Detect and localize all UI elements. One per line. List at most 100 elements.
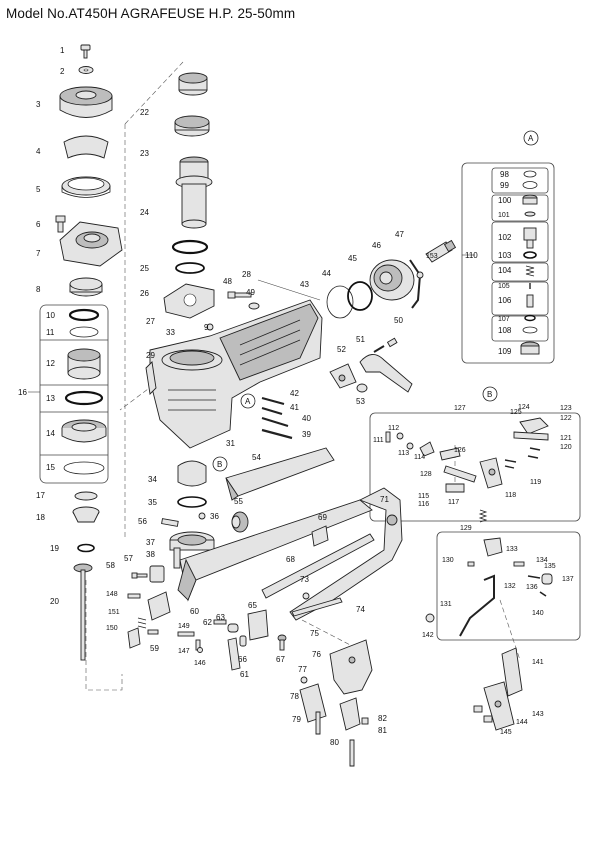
- cap-34: [177, 460, 207, 487]
- pin-66: [239, 635, 247, 647]
- part-label: 35: [148, 498, 157, 507]
- cylinder-37: [169, 531, 215, 551]
- roller-55: [231, 511, 249, 533]
- hook-46: [409, 259, 424, 309]
- part-labels: 1 2 3 4 5 6 7 8 9 10 11 12 13 14 15 16 1…: [18, 46, 574, 747]
- part-label: 57: [124, 554, 133, 563]
- part-label: 26: [140, 289, 149, 298]
- part-label: 18: [36, 513, 45, 522]
- part-label: 81: [378, 726, 387, 735]
- bolt-38: [173, 547, 181, 569]
- part-label: 9: [204, 323, 209, 332]
- lever-51: [359, 354, 413, 393]
- o-ring-25: [171, 239, 209, 255]
- part-label: 98: [500, 170, 509, 179]
- part-label: 75: [310, 629, 319, 638]
- part-label: 106: [498, 296, 512, 305]
- pin-9: [206, 323, 214, 331]
- end-cap-45: [369, 259, 415, 301]
- part-label: 14: [46, 429, 55, 438]
- part-label: 109: [498, 347, 512, 356]
- part-label: 59: [150, 644, 159, 653]
- seal-group-frame: [39, 304, 109, 484]
- part-label: 12: [46, 359, 55, 368]
- trigger-parts-111-126: [385, 417, 549, 493]
- part-label: 140: [532, 610, 544, 617]
- spring-81: [361, 717, 369, 725]
- screw-58: [131, 572, 148, 579]
- part-label: 80: [330, 738, 339, 747]
- nose-plate-143: [483, 681, 515, 731]
- part-label: 25: [140, 264, 149, 273]
- part-label: 44: [322, 269, 331, 278]
- ring-5: [61, 176, 111, 198]
- deflector-4: [63, 135, 109, 159]
- part-label: 108: [498, 326, 512, 335]
- pin-80: [349, 739, 355, 767]
- part-label: 131: [440, 601, 452, 608]
- part-label: 104: [498, 266, 512, 275]
- part-label: 66: [238, 655, 247, 664]
- head-valve-24: [175, 156, 213, 229]
- part-label: 42: [290, 389, 299, 398]
- plate-65: [247, 609, 269, 641]
- part-label: 144: [516, 719, 528, 726]
- part-label: 127: [454, 405, 466, 412]
- part-label: 65: [248, 601, 257, 610]
- part-label: 49: [246, 288, 255, 297]
- screw-144: [473, 705, 483, 713]
- part-label: 50: [394, 316, 403, 325]
- part-label: 107: [498, 316, 510, 323]
- part-label: 4: [36, 147, 41, 156]
- part-label: 142: [422, 632, 434, 639]
- part-label: 27: [146, 317, 155, 326]
- leader-28: [257, 279, 321, 301]
- part-label: 24: [140, 208, 149, 217]
- trigger-group-frame: [369, 412, 581, 522]
- exhaust-cover-3: [59, 86, 113, 118]
- part-label: 103: [498, 251, 512, 260]
- bolt-48: [227, 291, 252, 299]
- part-label: 121: [560, 435, 572, 442]
- bumper-18: [72, 506, 100, 523]
- page-title: Model No.AT450H AGRAFEUSE H.P. 25-50mm: [6, 6, 296, 21]
- callout-label: B: [217, 460, 222, 469]
- part-label: 125: [510, 409, 522, 416]
- lever-61: [227, 637, 241, 671]
- part-label: 110: [465, 251, 478, 260]
- part-label: 117: [448, 499, 459, 506]
- part-label: 71: [380, 495, 389, 504]
- part-label: 148: [106, 591, 118, 598]
- part-label: 6: [36, 220, 41, 229]
- part-label: 76: [312, 650, 321, 659]
- washer-49: [248, 302, 260, 310]
- o-ring-44: [347, 281, 373, 311]
- callout-label: A: [245, 397, 251, 406]
- rail-68: [261, 533, 375, 599]
- part-label: 31: [226, 439, 235, 448]
- part-label: 101: [498, 212, 510, 219]
- bumper-14: [61, 419, 107, 443]
- latch-group-148-151: [127, 591, 201, 651]
- o-ring-26: [175, 262, 205, 274]
- bracket-82: [339, 697, 361, 731]
- part-label: 153: [426, 253, 438, 260]
- nose-group-frame: [436, 531, 581, 641]
- bolt-6: [55, 215, 66, 233]
- piston-12: [67, 348, 101, 380]
- nut-146: [197, 647, 203, 653]
- nose-adjuster-parts: [425, 537, 553, 637]
- part-label: 77: [298, 665, 307, 674]
- lock-ring-23: [174, 115, 210, 137]
- part-label: 129: [460, 525, 472, 532]
- part-label: 33: [166, 328, 175, 337]
- part-label: 120: [560, 444, 572, 451]
- part-label: 45: [348, 254, 357, 263]
- part-label: 111: [373, 437, 384, 444]
- part-label: 60: [190, 607, 199, 616]
- part-label: 113: [398, 450, 409, 457]
- valve-kit-parts: [520, 170, 540, 355]
- part-label: 100: [498, 196, 512, 205]
- part-label: 145: [500, 729, 512, 736]
- callout-A-body: A: [240, 393, 256, 409]
